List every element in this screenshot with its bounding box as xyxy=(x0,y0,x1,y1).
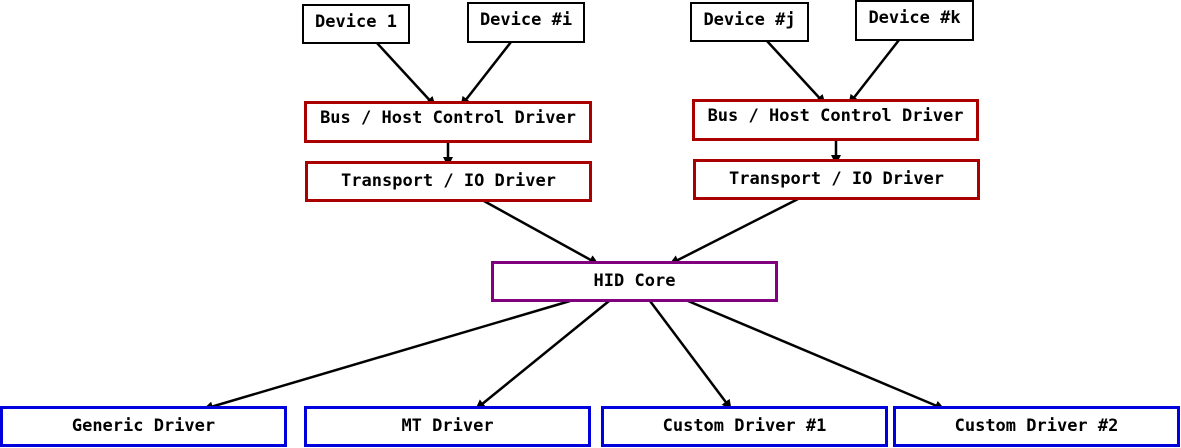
edge-core-to-mt xyxy=(475,300,610,410)
edge-core-to-custom1 xyxy=(649,300,732,410)
custom-driver-2-node: Custom Driver #2 xyxy=(893,406,1180,447)
mt-driver-node: MT Driver xyxy=(304,406,591,447)
hid-core-label: HID Core xyxy=(593,271,676,291)
device-j-node: Device #j xyxy=(690,2,809,42)
edge-devicei-to-bus-left xyxy=(460,41,512,107)
edge-core-to-generic xyxy=(203,299,571,412)
device-1-label: Device 1 xyxy=(315,12,397,32)
edge-devicej-to-bus-right xyxy=(766,40,826,105)
edge-transport-right-to-core xyxy=(669,197,799,266)
mt-driver-label: MT Driver xyxy=(401,416,494,436)
transport-io-driver-right: Transport / IO Driver xyxy=(693,159,980,200)
edge-device1-to-bus-left xyxy=(376,42,436,107)
custom-driver-1-node: Custom Driver #1 xyxy=(601,406,888,447)
hid-core-node: HID Core xyxy=(491,261,778,302)
device-i-node: Device #i xyxy=(467,2,585,43)
transport-left-label: Transport / IO Driver xyxy=(341,171,556,191)
device-1-node: Device 1 xyxy=(302,4,410,44)
bus-left-label: Bus / Host Control Driver xyxy=(320,108,576,128)
edge-devicek-to-bus-right xyxy=(848,39,900,105)
transport-io-driver-left: Transport / IO Driver xyxy=(305,161,592,202)
device-i-label: Device #i xyxy=(479,10,573,30)
custom-driver-1-label: Custom Driver #1 xyxy=(662,416,827,436)
device-k-label: Device #k xyxy=(868,8,961,28)
edge-transport-left-to-core xyxy=(483,199,599,266)
generic-driver-label: Generic Driver xyxy=(71,416,216,436)
bus-host-control-driver-left: Bus / Host Control Driver xyxy=(304,101,592,143)
generic-driver-node: Generic Driver xyxy=(0,406,287,447)
bus-right-label: Bus / Host Control Driver xyxy=(707,106,964,126)
device-j-label: Device #j xyxy=(703,10,796,30)
device-k-node: Device #k xyxy=(855,0,974,41)
transport-right-label: Transport / IO Driver xyxy=(729,169,944,189)
edge-core-to-custom2 xyxy=(687,299,945,411)
bus-host-control-driver-right: Bus / Host Control Driver xyxy=(692,99,979,141)
custom-driver-2-label: Custom Driver #2 xyxy=(954,416,1119,436)
